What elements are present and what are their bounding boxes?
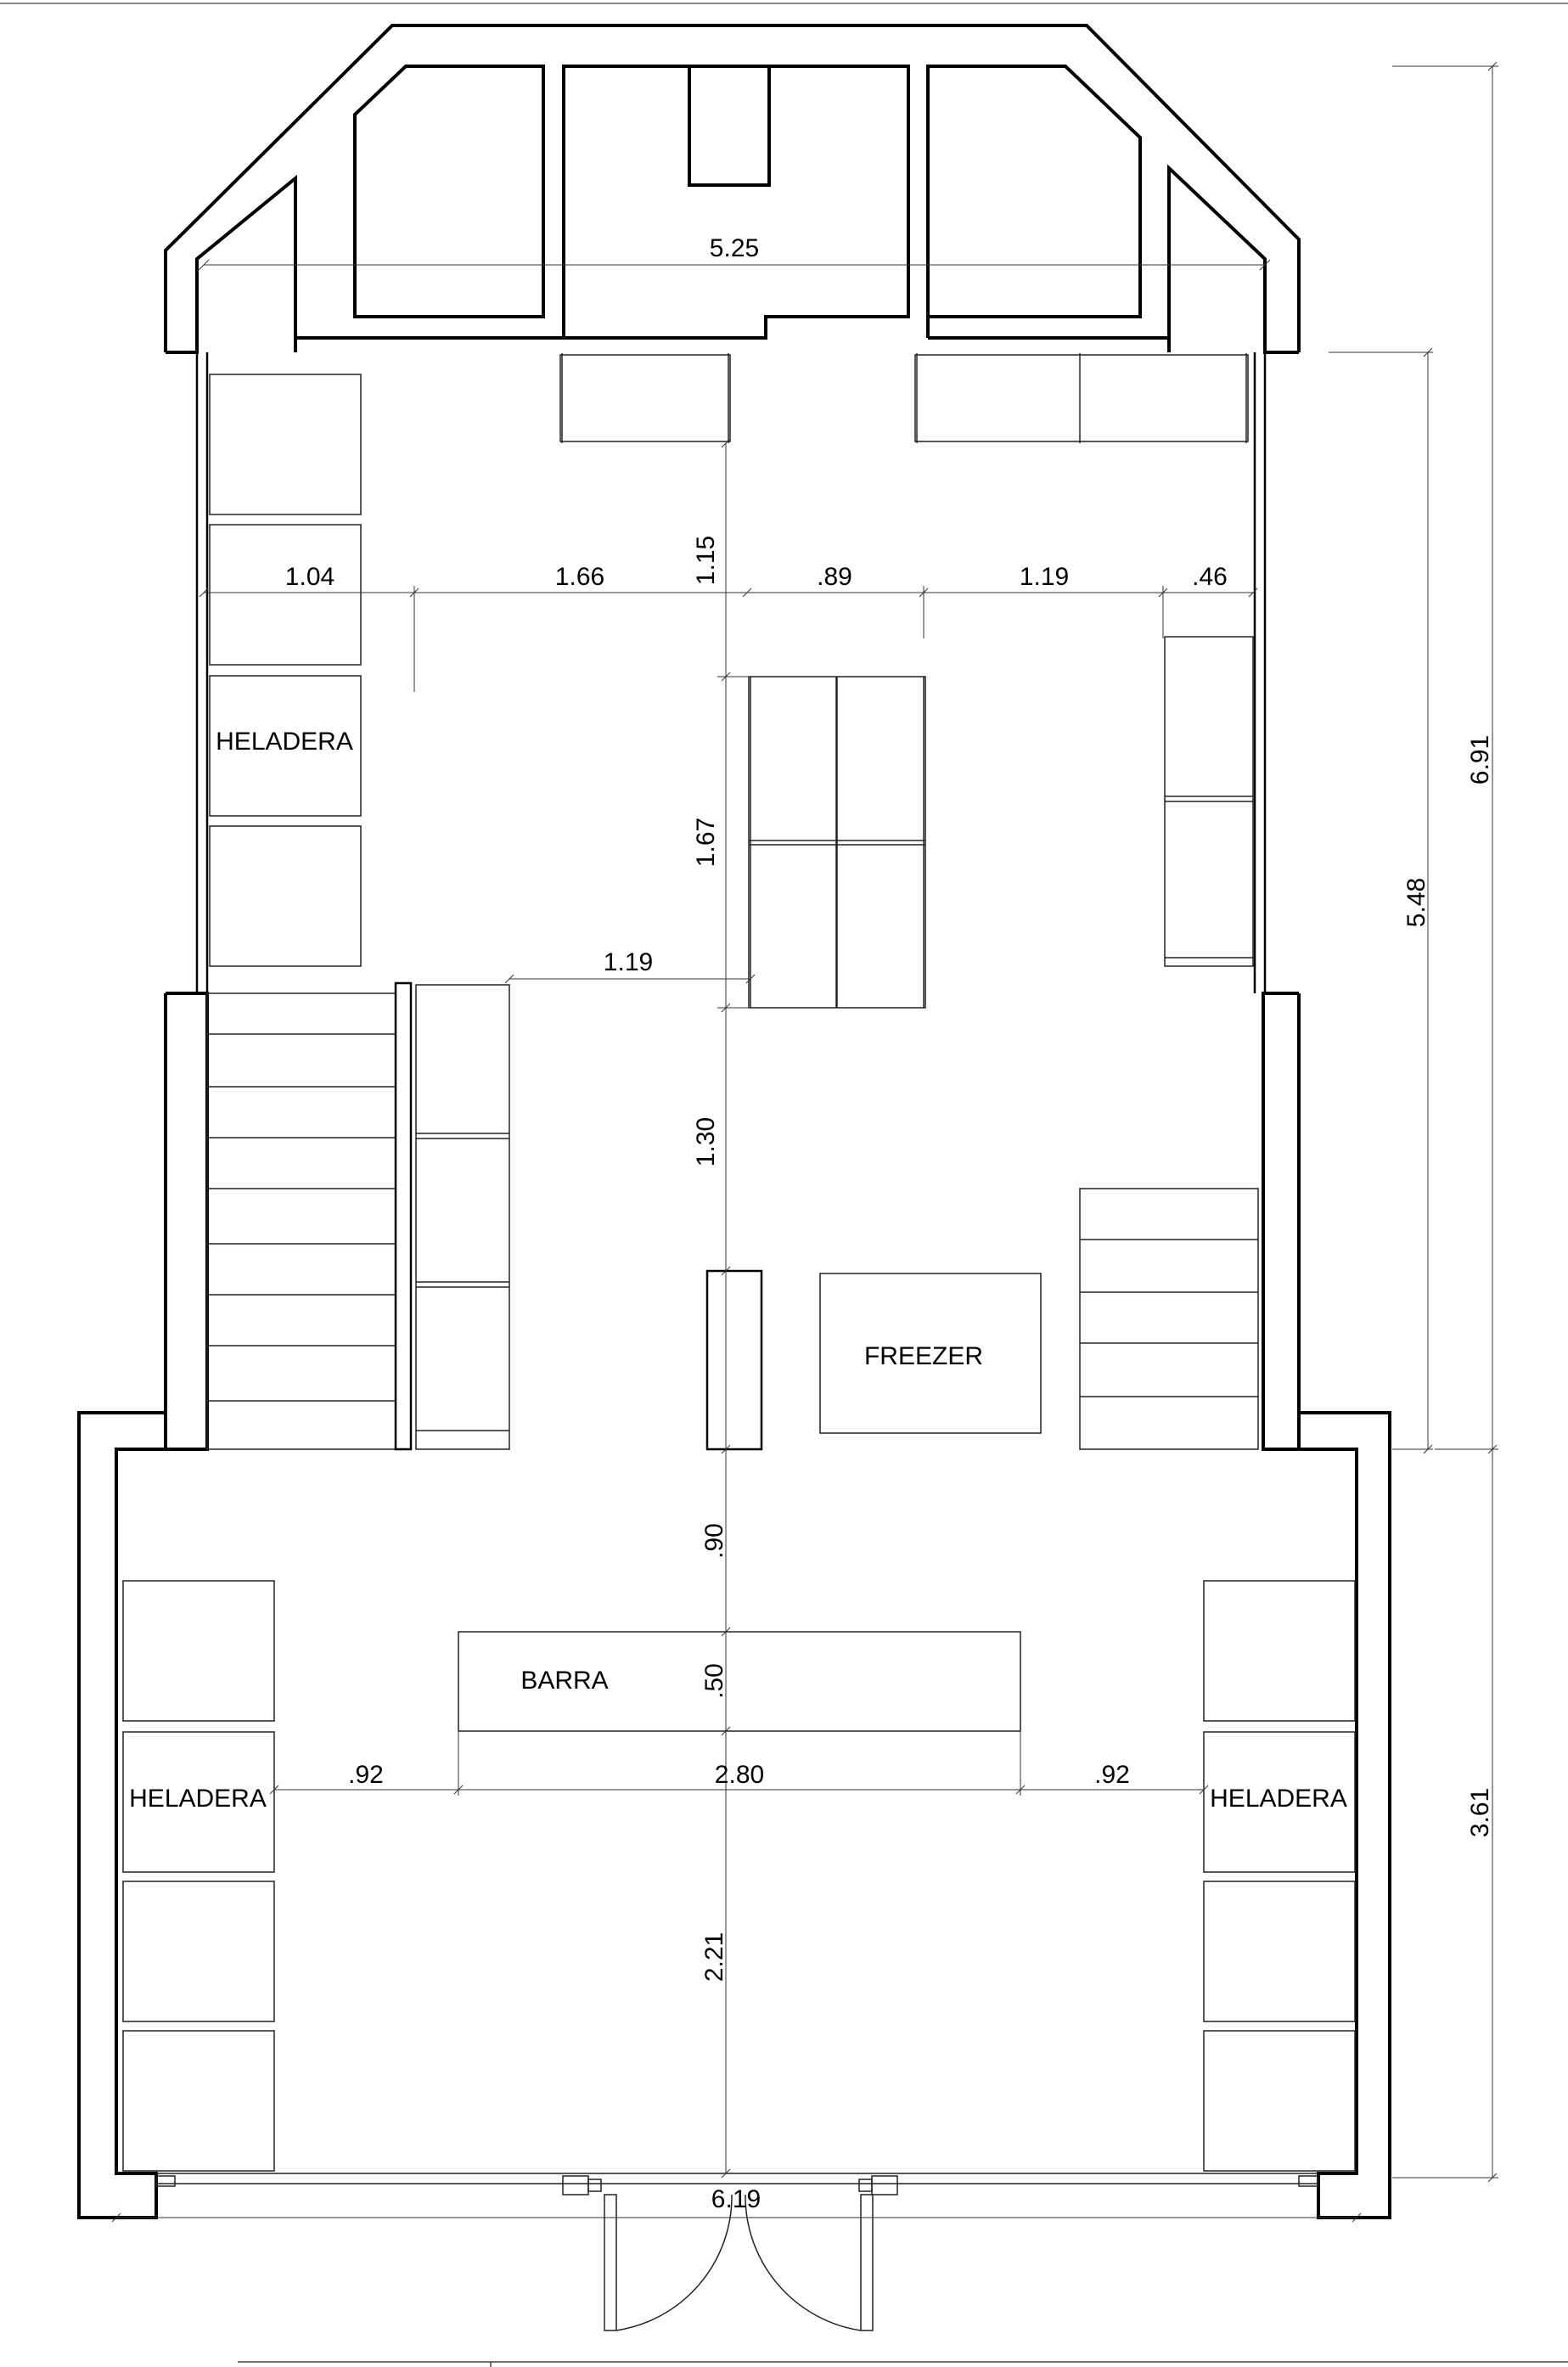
dim-1-15: 1.15 <box>692 536 720 585</box>
center-shelf-unit <box>748 676 926 1009</box>
center-pillar <box>705 1269 763 1451</box>
dim-top-width: 5.25 <box>710 234 759 262</box>
barra <box>458 1631 1021 1732</box>
dim-0-50: .50 <box>700 1663 728 1699</box>
dim-6-91: 6.91 <box>1466 735 1494 784</box>
heladera-upper-label: HELADERA <box>216 728 353 756</box>
upper-left-fridges <box>209 374 362 967</box>
top-shelves <box>559 353 1249 443</box>
dim-bar-left: .92 <box>348 1761 384 1789</box>
dim-1-30: 1.30 <box>692 1117 720 1167</box>
front-doors <box>155 2175 1318 2331</box>
left-middle-shelf <box>415 984 510 1450</box>
dim-0-89: .89 <box>817 563 852 591</box>
dim-0-46: .46 <box>1192 563 1228 591</box>
freezer-label: FREEZER <box>864 1342 983 1370</box>
heladera-lower-right-label: HELADERA <box>1210 1785 1347 1813</box>
barra-label: BARRA <box>520 1667 608 1695</box>
dim-3-61: 3.61 <box>1466 1788 1494 1837</box>
dim-bar-width: 2.80 <box>715 1761 764 1789</box>
dimension-labels: 5.25 1.04 1.66 .89 1.19 .46 1.15 1.67 1.… <box>285 234 1494 2213</box>
dim-1-19-top: 1.19 <box>1020 563 1069 591</box>
dimension-lines <box>111 61 1498 2223</box>
dim-1-19-mid: 1.19 <box>604 948 653 976</box>
right-stairs <box>1079 1188 1259 1450</box>
left-stairs <box>206 981 413 1451</box>
dim-2-21: 2.21 <box>700 1932 728 1982</box>
dim-1-66: 1.66 <box>555 563 604 591</box>
dim-5-48: 5.48 <box>1402 878 1430 927</box>
lower-left-fridges <box>122 1580 275 2172</box>
dim-1-67: 1.67 <box>692 818 720 867</box>
freezer <box>819 1273 1042 1434</box>
dim-bottom-width: 6.19 <box>711 2185 761 2213</box>
dim-1-04: 1.04 <box>285 563 334 591</box>
lower-right-fridges <box>1203 1580 1356 2172</box>
heladera-lower-left-label: HELADERA <box>129 1785 267 1813</box>
right-shelf <box>1164 636 1254 967</box>
dim-0-90: .90 <box>700 1523 728 1559</box>
dim-bar-right: .92 <box>1094 1761 1130 1789</box>
